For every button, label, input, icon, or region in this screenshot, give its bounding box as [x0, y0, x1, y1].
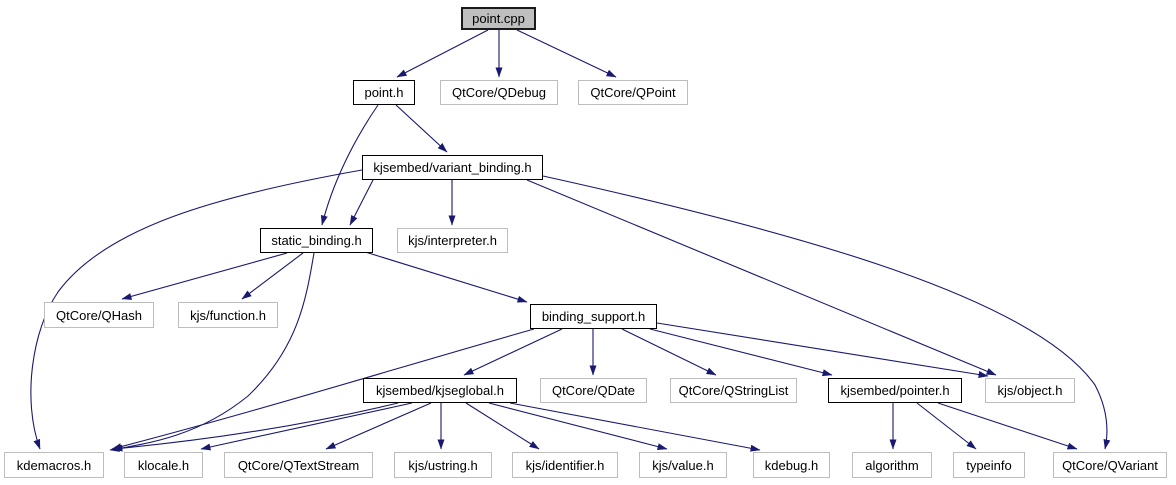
edge-static_binding-to-qhash — [121, 252, 288, 300]
edge-variant_binding-to-static_binding — [349, 179, 374, 226]
graph-node-label: kjsembed/pointer.h — [840, 383, 950, 398]
edge-point_h-to-variant_binding — [395, 104, 448, 153]
graph-node-label: point.h — [364, 85, 404, 100]
edge-binding_support-to-qstringlist — [621, 328, 717, 376]
graph-node-kdemacros: kdemacros.h — [4, 452, 104, 478]
edge-static_binding-to-kdemacros — [109, 252, 315, 452]
graph-node-label: QtCore/QHash — [56, 307, 142, 323]
graph-node-label: kjs/function.h — [190, 307, 266, 323]
edge-kjseglobal-to-identifier — [465, 402, 540, 450]
graph-node-interpreter: kjs/interpreter.h — [397, 228, 508, 253]
graph-node-label: QtCore/QStringList — [678, 383, 789, 398]
graph-node-label: kjs/identifier.h — [525, 457, 605, 473]
edge-static_binding-to-function_h — [241, 252, 304, 300]
edge-kjseglobal-to-klocale — [200, 402, 413, 451]
edge-binding_support-to-pointer — [649, 328, 833, 377]
graph-node-label: klocale.h — [137, 457, 190, 473]
graph-node-label: kdemacros.h — [16, 457, 92, 473]
graph-node-label: QtCore/QDate — [551, 383, 636, 398]
graph-node-pointer[interactable]: kjsembed/pointer.h — [828, 378, 962, 403]
graph-node-qpoint: QtCore/QPoint — [578, 80, 688, 105]
graph-node-function_h: kjs/function.h — [178, 302, 278, 328]
edge-kjseglobal-to-value — [488, 402, 668, 451]
edge-binding_support-to-object — [656, 322, 989, 378]
graph-node-label: QtCore/QTextStream — [237, 457, 360, 473]
edge-kjseglobal-to-kdemacros — [112, 402, 399, 452]
edge-point_cpp-to-qpoint — [516, 29, 617, 78]
graph-node-label: QtCore/QVariant — [1062, 457, 1158, 473]
graph-node-label: kjs/ustring.h — [408, 457, 478, 473]
graph-node-qvariant: QtCore/QVariant — [1053, 452, 1167, 478]
graph-node-label: typeinfo — [966, 457, 1012, 473]
edge-kjseglobal-to-kdebug — [509, 402, 761, 452]
graph-node-kdebug: kdebug.h — [753, 452, 830, 478]
edge-binding_support-to-kjseglobal — [463, 328, 563, 376]
graph-node-point_h[interactable]: point.h — [353, 80, 415, 105]
graph-node-label: QtCore/QPoint — [590, 85, 676, 100]
graph-node-label: QtCore/QDebug — [452, 85, 546, 100]
graph-node-variant_binding[interactable]: kjsembed/variant_binding.h — [362, 155, 543, 180]
graph-node-qdate: QtCore/QDate — [540, 378, 647, 403]
graph-node-label: kjs/object.h — [997, 383, 1063, 398]
graph-node-label: binding_support.h — [541, 309, 646, 324]
edge-static_binding-to-binding_support — [361, 250, 528, 303]
graph-node-label: algorithm — [865, 457, 919, 473]
graph-node-qdebug: QtCore/QDebug — [440, 80, 558, 105]
graph-node-qhash: QtCore/QHash — [44, 302, 154, 328]
edge-variant_binding-to-object — [526, 179, 997, 376]
graph-node-qtextstream: QtCore/QTextStream — [224, 452, 373, 478]
edge-pointer-to-typeinfo — [916, 402, 977, 450]
graph-node-object: kjs/object.h — [985, 378, 1075, 403]
graph-node-label: kjsembed/variant_binding.h — [373, 160, 532, 175]
graph-node-typeinfo: typeinfo — [953, 452, 1025, 478]
graph-node-kjseglobal[interactable]: kjsembed/kjseglobal.h — [363, 378, 517, 403]
graph-node-binding_support[interactable]: binding_support.h — [530, 304, 657, 329]
edge-pointer-to-qvariant — [937, 402, 1078, 450]
edge-kjseglobal-to-qtextstream — [325, 402, 432, 450]
graph-node-klocale: klocale.h — [124, 452, 203, 478]
graph-node-label: kdebug.h — [764, 457, 819, 473]
graph-node-value: kjs/value.h — [639, 452, 727, 478]
graph-node-label: point.cpp — [472, 11, 525, 26]
graph-node-label: static_binding.h — [271, 233, 362, 248]
edge-point_cpp-to-point_h — [396, 29, 489, 78]
graph-node-ustring: kjs/ustring.h — [394, 452, 492, 478]
graph-node-label: kjs/value.h — [652, 457, 714, 473]
graph-node-qstringlist: QtCore/QStringList — [670, 378, 797, 403]
graph-node-static_binding[interactable]: static_binding.h — [260, 228, 373, 253]
graph-node-label: kjsembed/kjseglobal.h — [376, 383, 504, 398]
graph-node-point_cpp: point.cpp — [461, 7, 536, 30]
graph-node-algorithm: algorithm — [852, 452, 932, 478]
graph-node-label: kjs/interpreter.h — [408, 233, 497, 248]
graph-node-identifier: kjs/identifier.h — [512, 452, 618, 478]
